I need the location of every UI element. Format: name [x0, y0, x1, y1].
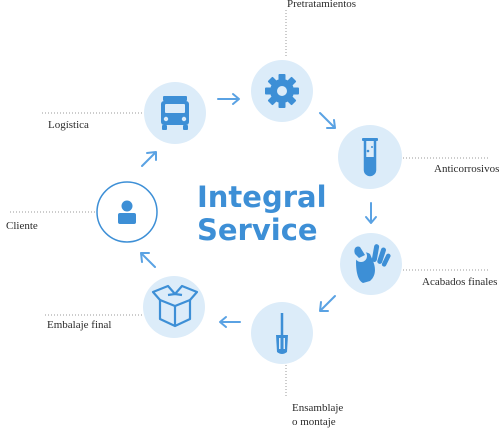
- title-line2: Service: [197, 213, 318, 247]
- label-ensamblaje-line2: o montaje: [292, 416, 336, 428]
- gear-icon: [265, 74, 299, 108]
- user-icon: [118, 200, 136, 224]
- label-ensamblaje-line1: Ensamblaje: [292, 402, 343, 414]
- label-anticorrosivos: Anticorrosivos: [434, 163, 499, 175]
- arrow-up-right-icon: [141, 151, 157, 167]
- arrow-right-icon: [217, 93, 240, 105]
- title-line1: Integral: [197, 180, 327, 214]
- node-embalaje: [143, 276, 205, 338]
- node-ensamblaje: [251, 302, 313, 364]
- flow-arrows: [140, 93, 377, 328]
- label-embalaje: Embalaje final: [47, 319, 111, 331]
- arrow-down-icon: [365, 202, 377, 224]
- arrow-left-icon: [219, 316, 241, 328]
- leader-lines: [10, 10, 488, 398]
- arrow-up-left-icon: [140, 252, 156, 268]
- test-tube-icon: [362, 138, 378, 177]
- ok-hand-icon: [354, 244, 391, 283]
- node-cliente: [96, 181, 158, 243]
- truck-icon: [161, 96, 189, 130]
- node-anticorrosivos: [338, 125, 402, 189]
- label-cliente: Cliente: [6, 220, 38, 232]
- label-pretratamientos: Pretratamientos: [287, 0, 356, 10]
- arrow-down-right-icon: [319, 112, 336, 129]
- screwdriver-icon: [276, 313, 288, 354]
- node-acabados: [340, 233, 402, 295]
- label-acabados: Acabados finales: [422, 276, 497, 288]
- node-logistica: [144, 82, 206, 144]
- label-logistica: Logística: [48, 119, 89, 131]
- open-box-icon: [151, 284, 199, 328]
- arrow-down-left-icon: [319, 295, 336, 312]
- node-pretratamientos: [251, 60, 313, 122]
